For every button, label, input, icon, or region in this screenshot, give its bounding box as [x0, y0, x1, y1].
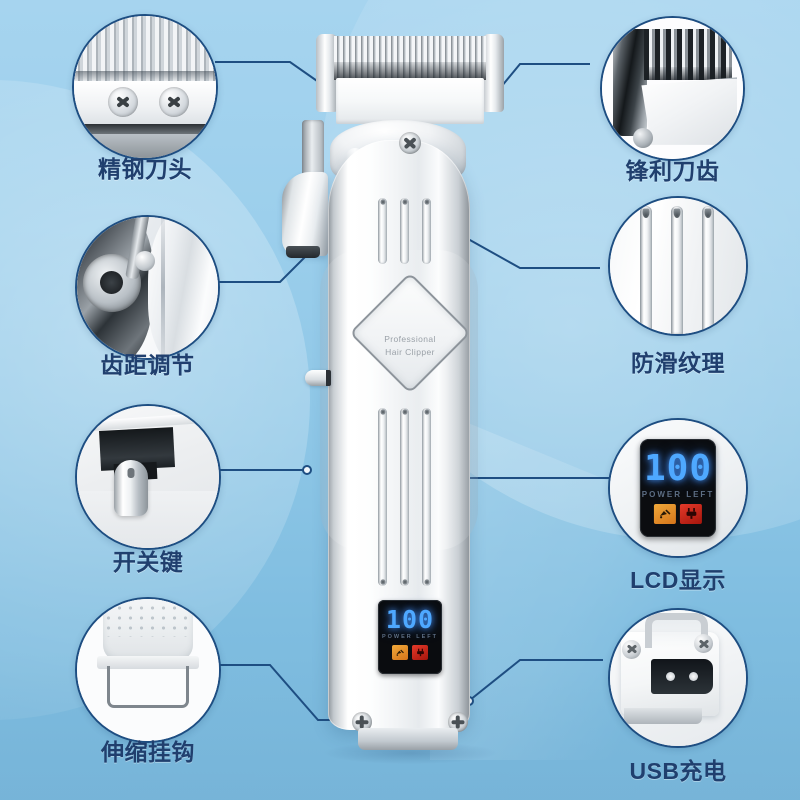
lcd-screen-large: 100 POWER LEFT: [639, 439, 717, 537]
connector-tooth-spacing: [218, 247, 315, 283]
bubble-sharp-teeth[interactable]: [600, 16, 745, 161]
callout-label-usb-charging: USB充电: [629, 758, 727, 784]
bubble-retractable-hook[interactable]: [75, 597, 221, 743]
lcd-digits-body: 100: [385, 605, 435, 634]
sharp-teeth-macro-icon: [602, 18, 743, 159]
callout-label-power-switch: 开关键: [112, 549, 184, 575]
taper-lever[interactable]: [282, 120, 334, 258]
oil-drop-icon-body: [392, 645, 408, 660]
callout-label-lcd-display: LCD显示: [630, 567, 726, 593]
power-switch-macro-icon: [77, 406, 219, 548]
blade-teeth: [334, 36, 486, 80]
callout-label-retractable-hook: 伸缩挂钩: [101, 739, 195, 765]
blade-plate: [336, 78, 484, 124]
bubble-anti-slip-texture[interactable]: [608, 196, 748, 336]
connector-anti-slip: [451, 229, 600, 269]
callout-label-anti-slip-texture: 防滑纹理: [631, 350, 725, 376]
bubble-lcd-display[interactable]: 100 POWER LEFT: [608, 418, 748, 558]
plug-icon: [680, 503, 702, 524]
callout-label-sharp-teeth: 锋利刀齿: [625, 158, 720, 184]
hair-clipper-product-image: Professional Hair Clipper 100 POWER LEFT: [282, 28, 520, 764]
callout-label-blade-head: 精钢刀头: [98, 156, 192, 182]
anti-slip-grooves: [378, 408, 431, 586]
clipper-blade-head: [312, 28, 508, 158]
lcd-screen-body: 100 POWER LEFT: [378, 600, 442, 674]
bubble-usb-charging[interactable]: [608, 608, 748, 748]
product-foot: [358, 728, 458, 750]
lcd-macro-icon: 100 POWER LEFT: [610, 420, 746, 556]
plug-icon-body: [412, 645, 428, 660]
hook-macro-icon: [77, 599, 219, 741]
grooves-macro-icon: [610, 198, 746, 334]
connector-usb: [469, 659, 603, 701]
bubble-power-switch[interactable]: [75, 404, 221, 550]
upper-vent-slots: [378, 198, 431, 264]
callout-label-tooth-spacing: 齿距调节: [100, 352, 195, 378]
blade-guide-right: [482, 34, 504, 112]
bubble-blade-head[interactable]: [72, 14, 218, 160]
bottom-screw-left: [352, 712, 372, 732]
lcd-sublabel-body: POWER LEFT: [381, 634, 439, 640]
blade-guide-left: [316, 34, 338, 112]
bubble-tooth-spacing[interactable]: [75, 215, 220, 360]
taper-lever-macro-icon: [77, 217, 218, 358]
top-screw: [399, 132, 421, 154]
lcd-digits-large: 100: [643, 448, 713, 490]
lcd-sublabel-large: POWER LEFT: [641, 490, 715, 500]
usb-port-macro-icon: [610, 610, 746, 746]
oil-drop-icon: [654, 503, 676, 524]
bottom-screw-right: [448, 712, 468, 732]
power-button[interactable]: [305, 370, 331, 386]
blade-head-macro-icon: [74, 16, 216, 158]
